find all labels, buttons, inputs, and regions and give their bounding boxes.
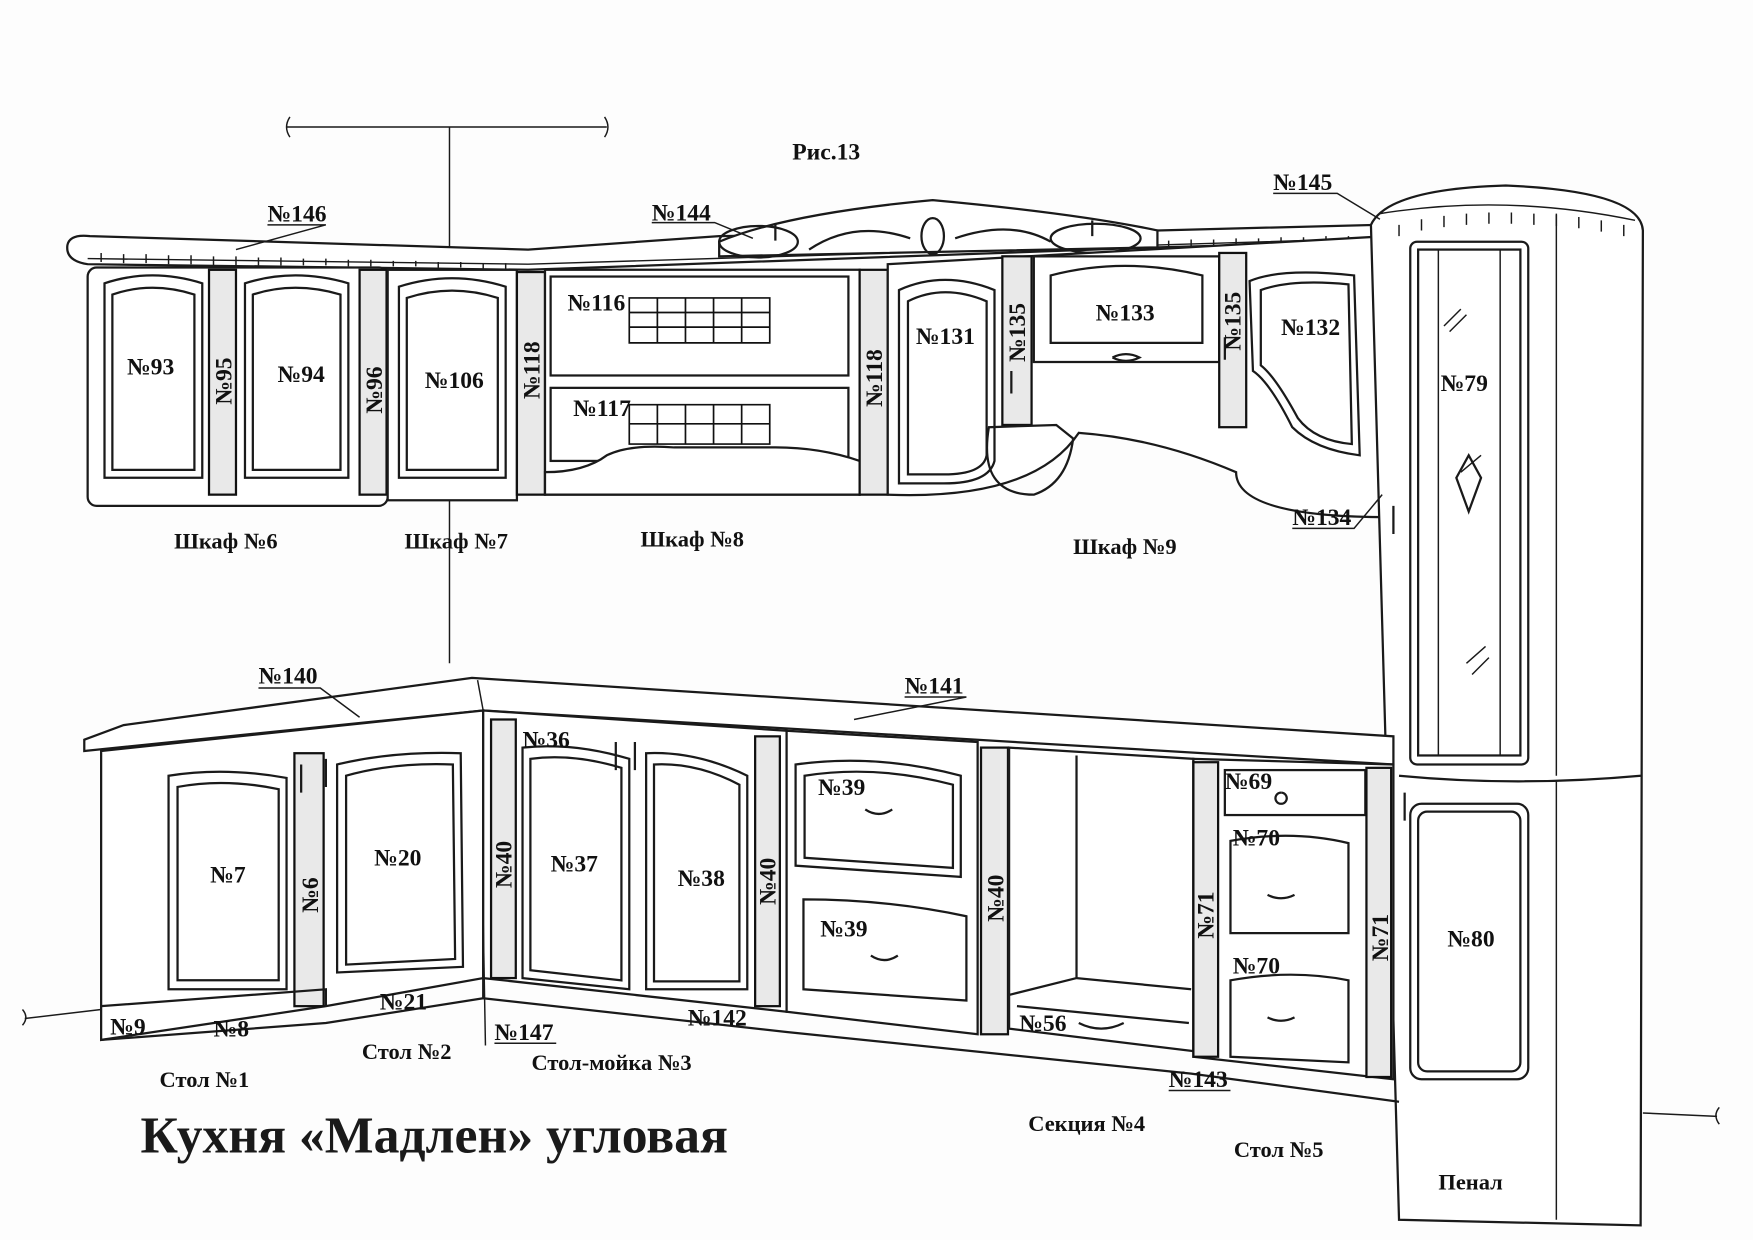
handles [300, 337, 1406, 1030]
label-94: №94 [278, 362, 325, 388]
cornice-dentils [100, 236, 1350, 269]
unit-captions: Шкаф №6 Шкаф №7 Шкаф №8 Шкаф №9 Стол №1 … [160, 526, 1504, 1194]
label-131: №131 [916, 324, 975, 350]
label-145: №145 [1273, 170, 1332, 196]
label-118-b: №118 [862, 349, 888, 407]
label-132: №132 [1281, 315, 1340, 341]
label-70-b: №70 [1233, 954, 1280, 980]
label-40-c: №40 [983, 875, 1009, 922]
label-71-b: №71 [1368, 914, 1394, 961]
label-21: №21 [380, 990, 427, 1016]
label-118-a: №118 [519, 341, 545, 399]
caption-shkaf-8: Шкаф №8 [641, 526, 744, 551]
label-8: №8 [214, 1017, 250, 1043]
label-141: №141 [905, 674, 964, 700]
label-9: №9 [110, 1014, 146, 1040]
caption-stol-5: Стол №5 [1234, 1137, 1324, 1162]
label-140: №140 [258, 664, 317, 690]
label-79: №79 [1441, 371, 1488, 397]
label-96: №96 [362, 366, 388, 414]
label-70-a: №70 [1233, 825, 1280, 851]
label-117: №117 [573, 396, 631, 422]
label-133: №133 [1096, 300, 1155, 326]
part-labels: Рис.13 №146 №144 №145 №93 №95 №94 №96 №1… [110, 140, 1495, 1093]
glass-grid [628, 297, 771, 445]
caption-penal: Пенал [1438, 1169, 1503, 1194]
label-20: №20 [374, 846, 421, 872]
label-38: №38 [678, 866, 725, 892]
label-146: №146 [267, 201, 326, 227]
label-93: №93 [127, 354, 174, 380]
caption-stol-moyka-3: Стол-мойка №3 [532, 1050, 692, 1075]
label-95: №95 [211, 357, 237, 404]
label-69: №69 [1225, 769, 1272, 795]
base-cabinets [83, 676, 1400, 1103]
carved-crown [718, 198, 1159, 259]
caption-stol-1: Стол №1 [160, 1067, 250, 1092]
label-40-b: №40 [755, 858, 781, 905]
label-39-a: №39 [818, 775, 865, 801]
penal-column [1369, 184, 1644, 1227]
caption-sekciya-4: Секция №4 [1028, 1111, 1145, 1136]
caption-shkaf-9: Шкаф №9 [1073, 534, 1176, 559]
label-37: №37 [551, 851, 598, 877]
figure-number: Рис.13 [792, 140, 860, 166]
dimension-lines [21, 116, 1720, 1125]
label-135-b: №135 [1221, 292, 1247, 351]
label-106: №106 [425, 368, 484, 394]
caption-shkaf-6: Шкаф №6 [174, 529, 277, 554]
caption-stol-2: Стол №2 [362, 1039, 452, 1064]
label-71-a: №71 [1194, 891, 1220, 938]
label-6: №6 [298, 877, 324, 913]
label-39-b: №39 [820, 916, 867, 942]
label-40-a: №40 [491, 841, 517, 888]
diagram-title: Кухня «Мадлен» угловая [140, 1107, 727, 1164]
label-142: №142 [688, 1005, 747, 1031]
upper-cabinets [66, 198, 1389, 519]
label-147: №147 [494, 1020, 553, 1046]
caption-shkaf-7: Шкаф №7 [405, 529, 508, 554]
label-144: №144 [652, 200, 711, 226]
leader-lines [235, 192, 1383, 1092]
label-56: №56 [1019, 1011, 1066, 1037]
label-116: №116 [567, 290, 625, 316]
label-134: №134 [1292, 505, 1351, 531]
label-36: №36 [523, 728, 570, 754]
label-135-a: №135 [1005, 303, 1031, 362]
label-143: №143 [1169, 1067, 1228, 1093]
label-80: №80 [1447, 927, 1494, 953]
label-7: №7 [210, 862, 246, 888]
